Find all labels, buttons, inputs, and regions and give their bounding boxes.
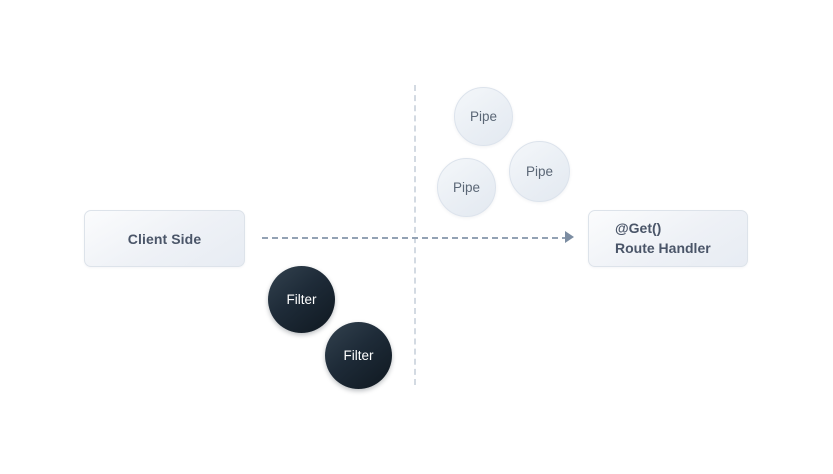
client-side-label: Client Side <box>127 230 202 247</box>
filter-circle: Filter <box>268 266 335 333</box>
route-handler-label: Route Handler <box>615 239 711 256</box>
filter-circle: Filter <box>325 322 392 389</box>
route-handler-box: @Get() Route Handler <box>588 210 748 267</box>
route-handler-text: @Get() Route Handler <box>615 219 711 259</box>
request-flow-line <box>262 237 568 239</box>
pipe-label: Pipe <box>525 164 554 179</box>
pipe-label: Pipe <box>469 109 498 124</box>
filter-label: Filter <box>286 292 317 307</box>
client-side-box: Client Side <box>84 210 245 267</box>
pipe-circle: Pipe <box>509 141 570 202</box>
pipe-circle: Pipe <box>454 87 513 146</box>
vertical-divider-line <box>414 85 416 385</box>
route-handler-decorator: @Get() <box>615 219 662 236</box>
request-flow-arrowhead <box>565 231 574 243</box>
pipe-label: Pipe <box>452 180 481 195</box>
pipe-circle: Pipe <box>437 158 496 217</box>
filter-label: Filter <box>343 348 374 363</box>
